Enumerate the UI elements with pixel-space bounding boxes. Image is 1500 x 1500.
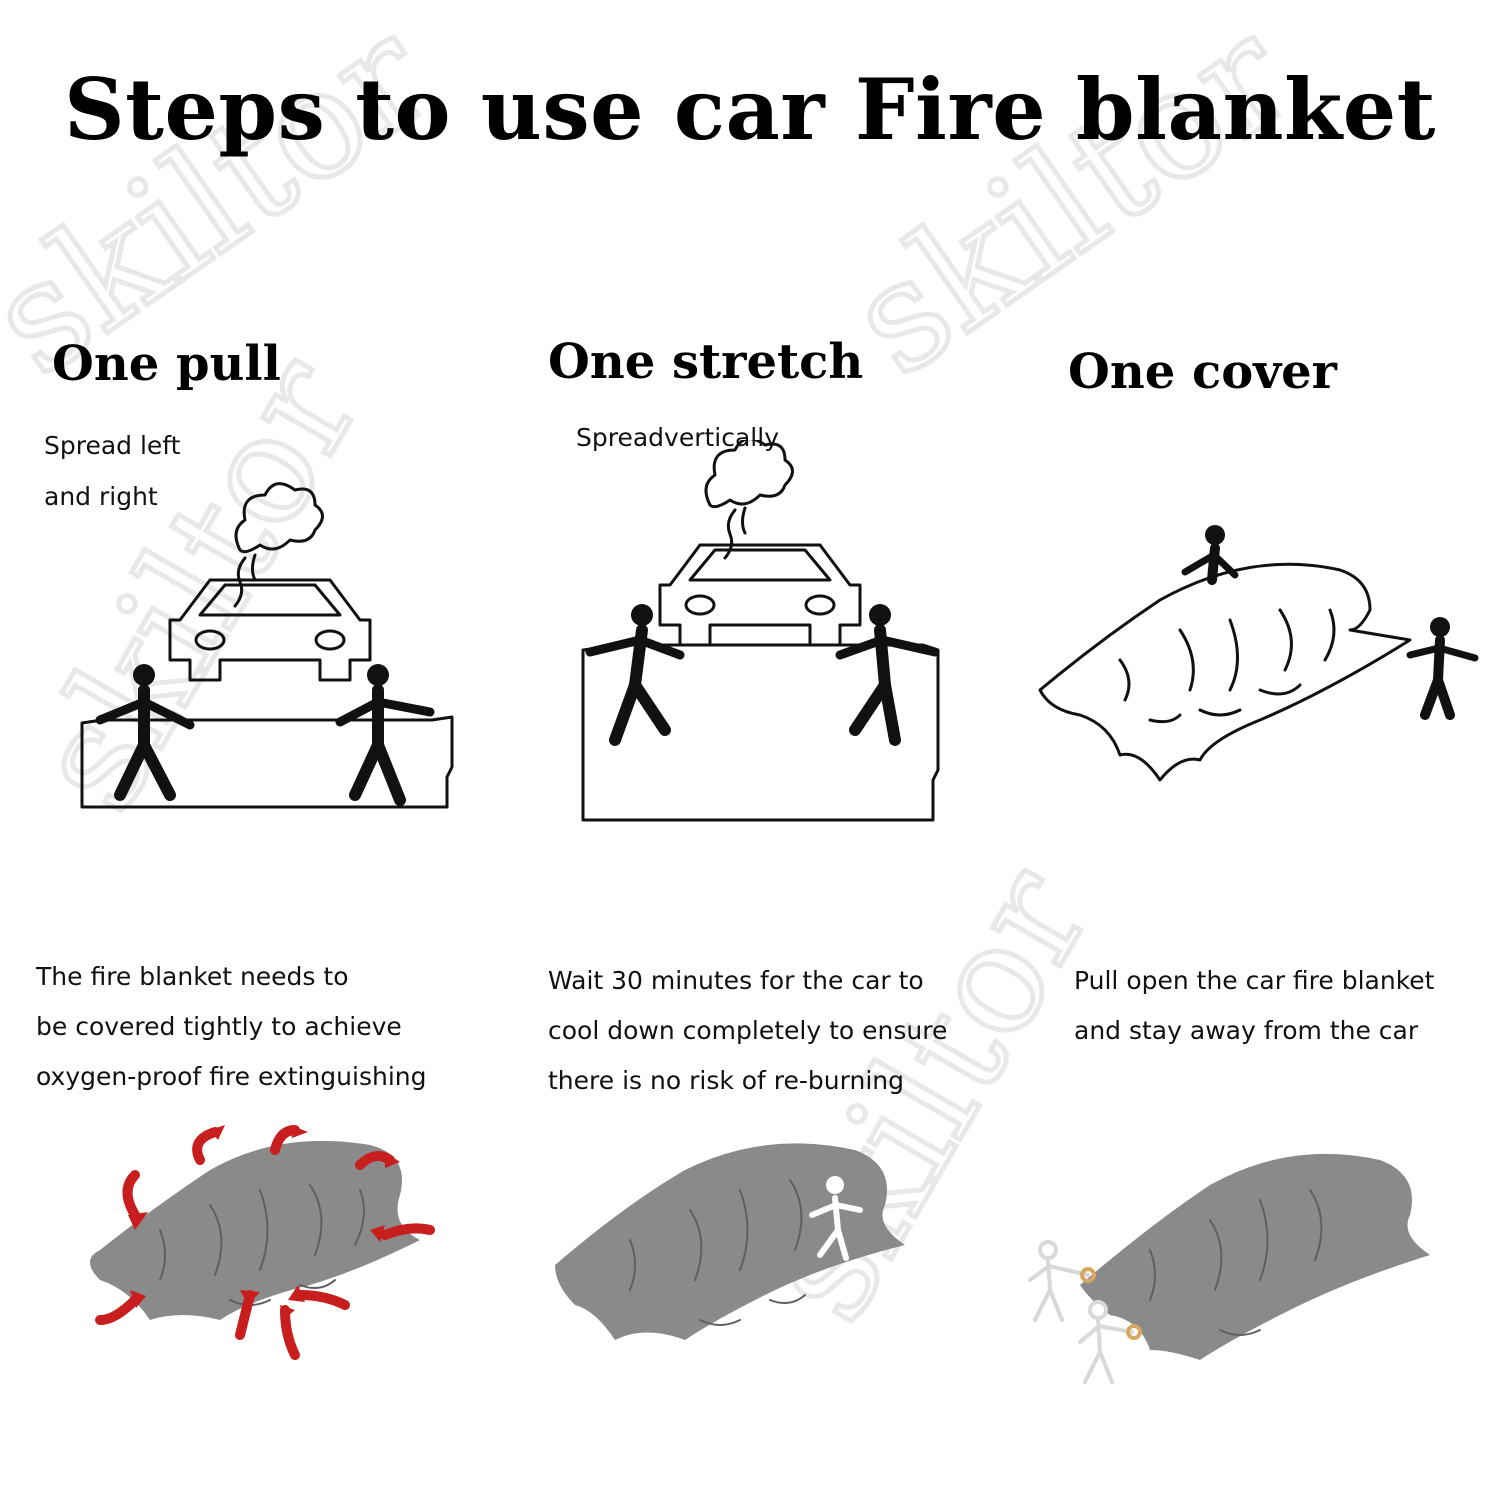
note-1-line-3: oxygen-proof fire extinguishing	[36, 1062, 427, 1091]
blanket-sealed-arrows-icon	[80, 1120, 460, 1380]
step-2-title: One stretch	[548, 334, 864, 390]
note-3-text: Pull open the car fire blanket and stay …	[1074, 956, 1434, 1056]
note-3-line-2: and stay away from the car	[1074, 1016, 1419, 1045]
note-2-text: Wait 30 minutes for the car to cool down…	[548, 956, 947, 1106]
note-1-line-2: be covered tightly to achieve	[36, 1012, 402, 1041]
pull-blanket-off-icon	[1020, 1120, 1460, 1400]
note-1-text: The fire blanket needs to be covered tig…	[36, 952, 427, 1102]
page-title: Steps to use car Fire blanket	[64, 60, 1436, 159]
step-2-subtitle-line-1: Spreadvertically	[576, 423, 779, 452]
note-2-line-2: cool down completely to ensure	[548, 1016, 948, 1045]
note-1-line-1: The fire blanket needs to	[36, 962, 349, 991]
step-1-title: One pull	[52, 336, 281, 392]
car-fire-blanket-stretched-vertical-icon	[545, 440, 965, 840]
note-2-line-3: there is no risk of re-burning	[548, 1066, 904, 1095]
step-1-subtitle: Spread left and right	[44, 420, 180, 522]
covered-car-waiting-icon	[550, 1130, 950, 1380]
note-3-line-1: Pull open the car fire blanket	[1074, 966, 1435, 995]
step-1-subtitle-line-2: and right	[44, 482, 158, 511]
note-2-line-1: Wait 30 minutes for the car to	[548, 966, 924, 995]
step-3-title: One cover	[1068, 344, 1337, 400]
blanket-covering-car-icon	[1030, 440, 1480, 840]
step-2-subtitle: Spreadvertically	[576, 412, 779, 463]
step-1-subtitle-line-1: Spread left	[44, 431, 181, 460]
car-fire-blanket-held-horizontal-icon	[40, 440, 480, 840]
